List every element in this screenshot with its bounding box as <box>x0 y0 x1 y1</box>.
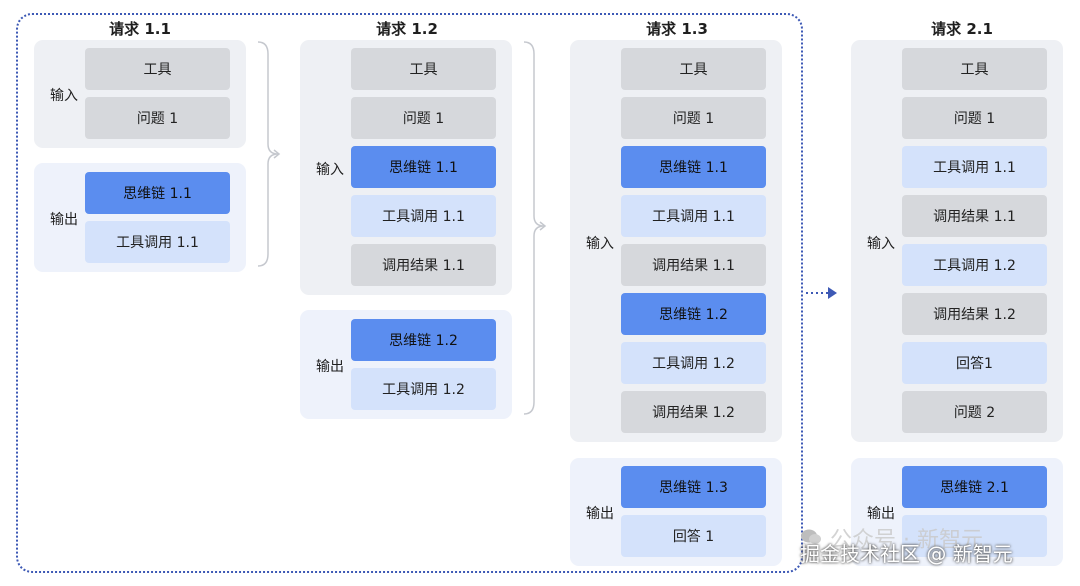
input-group-1-2: 输入 工具 问题 1 思维链 1.1 工具调用 1.1 调用结果 1.1 <box>300 40 512 295</box>
cell-tool-call: 工具调用 1.2 <box>621 342 766 384</box>
cell-question-2: 问题 2 <box>902 391 1047 433</box>
input-label: 输入 <box>50 88 78 104</box>
cell-chain-of-thought: 思维链 1.2 <box>621 293 766 335</box>
output-label: 输出 <box>867 506 895 522</box>
output-group-1-3: 输出 思维链 1.3 回答 1 <box>570 458 782 566</box>
cell-chain-of-thought: 思维链 1.2 <box>351 319 496 361</box>
wechat-logo-icon <box>801 529 821 544</box>
cell-answer: 回答1 <box>902 342 1047 384</box>
cell-call-result: 调用结果 1.1 <box>351 244 496 286</box>
cell-chain-of-thought: 思维链 1.1 <box>351 146 496 188</box>
input-label: 输入 <box>867 236 895 252</box>
cell-tool-call: 工具调用 1.1 <box>351 195 496 237</box>
input-group-2-1: 输入 工具 问题 1 工具调用 1.1 调用结果 1.1 工具调用 1.2 调用… <box>851 40 1063 442</box>
cell-tool: 工具 <box>85 48 230 90</box>
cell-call-result: 调用结果 1.1 <box>902 195 1047 237</box>
output-label: 输出 <box>50 212 78 228</box>
cell-chain-of-thought: 思维链 1.1 <box>85 172 230 214</box>
input-group-1-3: 输入 工具 问题 1 思维链 1.1 工具调用 1.1 调用结果 1.1 思维链… <box>570 40 782 442</box>
input-label: 输入 <box>586 236 614 252</box>
cell-call-result: 调用结果 1.2 <box>621 391 766 433</box>
cell-call-result: 调用结果 1.1 <box>621 244 766 286</box>
output-label: 输出 <box>586 506 614 522</box>
cell-tool-call: 工具调用 1.1 <box>85 221 230 263</box>
cell-question-1: 问题 1 <box>85 97 230 139</box>
cell-call-result: 调用结果 1.2 <box>902 293 1047 335</box>
cell-tool: 工具 <box>621 48 766 90</box>
column-title-2-1: 请求 2.1 <box>931 20 993 38</box>
brace-1-2 <box>523 41 547 415</box>
cell-tool-call: 工具调用 1.1 <box>902 146 1047 188</box>
output-label: 输出 <box>316 359 344 375</box>
cell-chain-of-thought: 思维链 1.3 <box>621 466 766 508</box>
arrow-icon <box>806 287 837 299</box>
cell-tool-call: 工具调用 1.2 <box>902 244 1047 286</box>
cell-tool: 工具 <box>902 48 1047 90</box>
input-group-1-1: 输入 工具 问题 1 <box>34 40 246 148</box>
input-label: 输入 <box>316 162 344 178</box>
cell-tool: 工具 <box>351 48 496 90</box>
cell-blank <box>902 515 1047 557</box>
watermark-ghost-text: 公众号 · 新智元 <box>830 528 983 553</box>
cell-question-1: 问题 1 <box>902 97 1047 139</box>
cell-question-1: 问题 1 <box>621 97 766 139</box>
column-title-1-3: 请求 1.3 <box>646 20 708 38</box>
cell-tool-call: 工具调用 1.2 <box>351 368 496 410</box>
watermark-text: 掘金技术社区 @ 新智元 <box>800 542 1013 566</box>
output-group-2-1: 输出 思维链 2.1 <box>851 458 1063 566</box>
cell-answer: 回答 1 <box>621 515 766 557</box>
request-group-frame <box>16 13 803 573</box>
cell-chain-of-thought: 思维链 2.1 <box>902 466 1047 508</box>
cell-chain-of-thought: 思维链 1.1 <box>621 146 766 188</box>
output-group-1-2: 输出 思维链 1.2 工具调用 1.2 <box>300 310 512 419</box>
cell-tool-call: 工具调用 1.1 <box>621 195 766 237</box>
column-title-1-2: 请求 1.2 <box>376 20 438 38</box>
output-group-1-1: 输出 思维链 1.1 工具调用 1.1 <box>34 163 246 272</box>
cell-question-1: 问题 1 <box>351 97 496 139</box>
column-title-1-1: 请求 1.1 <box>109 20 171 38</box>
brace-1-1 <box>257 41 281 267</box>
